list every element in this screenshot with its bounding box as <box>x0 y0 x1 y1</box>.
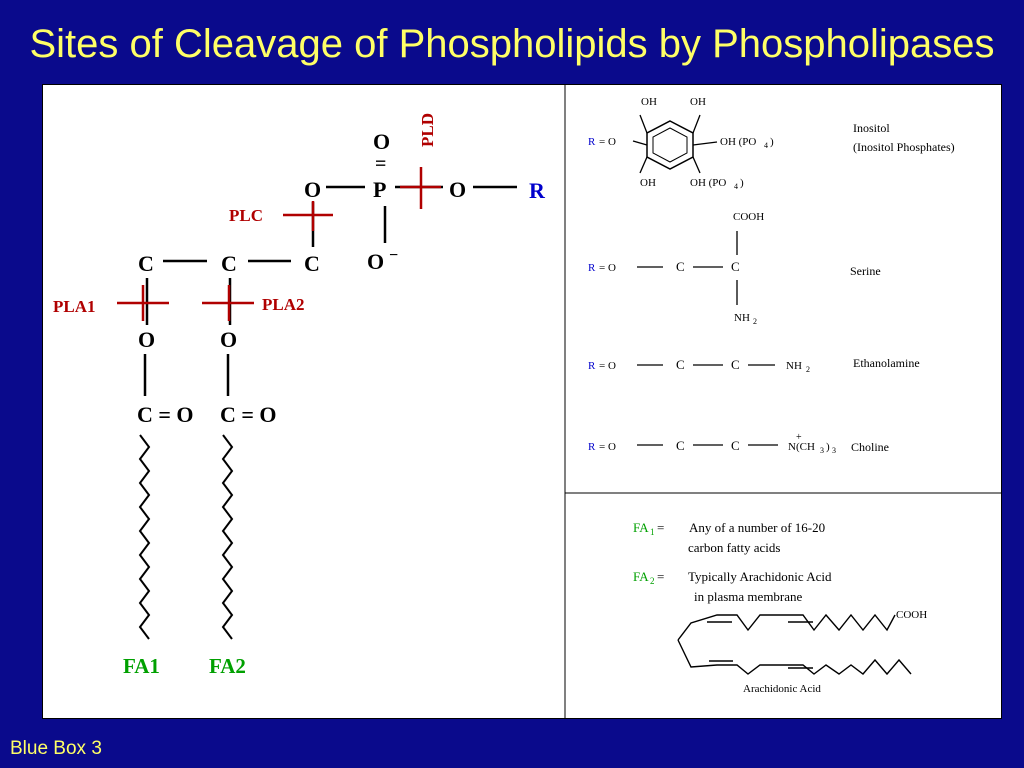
footer-label: Blue Box 3 <box>10 738 102 759</box>
atom-p: P <box>373 177 386 202</box>
inositol-oh-2: OH <box>690 96 706 108</box>
fa2-text-2: in plasma membrane <box>694 589 803 604</box>
choline-n: N(CH <box>788 441 815 453</box>
serine-eq-o: = O <box>599 262 616 274</box>
label-pld: PLD <box>418 113 437 147</box>
serine-cooh: COOH <box>733 211 764 223</box>
choline-r: R <box>588 441 596 453</box>
label-plc: PLC <box>229 206 263 225</box>
fa1-text-2: carbon fatty acids <box>688 540 780 555</box>
double-bond: = <box>375 153 386 175</box>
fa2-sub: 2 <box>650 576 655 586</box>
serine-name: Serine <box>850 264 881 278</box>
fatty-acid-labels: FA1 FA2 <box>123 654 246 678</box>
inositol-oh-3: OH <box>640 177 656 189</box>
fatty-acid-chain-2 <box>221 434 234 640</box>
carbonyl-2: C = O <box>220 402 277 427</box>
fa2-label: FA <box>633 569 649 584</box>
phospholipid-diagram: O = O P O R O − C C C O O C = O C = O <box>53 85 1001 718</box>
label-pla1: PLA1 <box>53 297 96 316</box>
r-group: R <box>529 178 546 203</box>
arachidonic-acid-structure <box>677 613 912 676</box>
choline-c1: C <box>676 438 685 453</box>
inositol-sub-4b: 4 <box>734 182 738 191</box>
choline-name: Choline <box>851 440 889 454</box>
ethanolamine-nh: NH <box>786 360 802 372</box>
atom-o-double: O <box>373 129 390 154</box>
inositol-sub-4a: 4 <box>764 141 768 150</box>
serine-structure: R = O C C COOH NH 2 Serine <box>588 211 881 326</box>
minus-sign: − <box>389 247 398 264</box>
fa1-eq: = <box>657 520 664 535</box>
inositol-eq-o: = O <box>599 136 616 148</box>
fa1-label: FA <box>633 520 649 535</box>
serine-r: R <box>588 262 596 274</box>
ethanolamine-sub-2: 2 <box>806 365 810 374</box>
inositol-name: Inositol <box>853 121 890 135</box>
inositol-oh-po4-a: OH (PO <box>720 136 756 148</box>
cleavage-marks <box>117 167 441 321</box>
carbon-2: C <box>221 251 237 276</box>
choline-sub-3a: 3 <box>820 446 824 455</box>
fa1-sub: 1 <box>650 527 655 537</box>
ester-oxygen-1: O <box>138 327 155 352</box>
phospholipid-bonds <box>143 185 517 396</box>
choline-sub-3b: 3 <box>832 446 836 455</box>
ethanolamine-r: R <box>588 360 596 372</box>
inositol-close-b: ) <box>740 177 744 189</box>
inositol-name-2: (Inositol Phosphates) <box>853 140 955 154</box>
arachidonic-cooh: COOH <box>896 609 927 621</box>
carbonyl-1: C = O <box>137 402 194 427</box>
choline-structure: R = O C C + N(CH 3 ) 3 Choline <box>588 432 889 455</box>
inositol-oh-1: OH <box>641 96 657 108</box>
fatty-acid-chain-1 <box>138 434 151 640</box>
arachidonic-caption: Arachidonic Acid <box>743 683 821 695</box>
enzyme-labels: PLD PLC PLA1 PLA2 <box>53 113 437 316</box>
page-title: Sites of Cleavage of Phospholipids by Ph… <box>29 22 995 66</box>
serine-sub-2: 2 <box>753 317 757 326</box>
inositol-close-a: ) <box>770 136 774 148</box>
ethanolamine-eq-o: = O <box>599 360 616 372</box>
ethanolamine-c2: C <box>731 357 740 372</box>
serine-c2: C <box>731 259 740 274</box>
ethanolamine-structure: R = O C C NH 2 Ethanolamine <box>588 356 920 374</box>
inositol-oh-po4-b: OH (PO <box>690 177 726 189</box>
label-fa1: FA1 <box>123 654 160 678</box>
ethanolamine-c1: C <box>676 357 685 372</box>
choline-eq-o: = O <box>599 441 616 453</box>
carbon-3: C <box>304 251 320 276</box>
inositol-structure: R = O OH OH OH (PO 4 ) OH OH (PO 4 ) Ino… <box>588 96 955 191</box>
ester-oxygen-2: O <box>220 327 237 352</box>
choline-c2: C <box>731 438 740 453</box>
atom-o-left: O <box>304 177 321 202</box>
fatty-acid-legend: FA 1 = Any of a number of 16-20 carbon f… <box>633 520 927 695</box>
choline-plus: + <box>796 432 802 443</box>
fa2-text-1: Typically Arachidonic Acid <box>688 569 832 584</box>
ethanolamine-name: Ethanolamine <box>853 356 920 370</box>
fa2-eq: = <box>657 569 664 584</box>
choline-close: ) <box>826 441 830 453</box>
atom-o-right: O <box>449 177 466 202</box>
diagram-panel: O = O P O R O − C C C O O C = O C = O <box>42 84 1002 719</box>
label-pla2: PLA2 <box>262 295 305 314</box>
serine-c1: C <box>676 259 685 274</box>
inositol-r: R <box>588 136 596 148</box>
atom-o-minus: O <box>367 249 384 274</box>
phospholipid-structure: O = O P O R O − C C C O O C = O C = O <box>137 129 546 427</box>
carbon-1: C <box>138 251 154 276</box>
serine-nh: NH <box>734 312 750 324</box>
label-fa2: FA2 <box>209 654 246 678</box>
fa1-text-1: Any of a number of 16-20 <box>689 520 825 535</box>
